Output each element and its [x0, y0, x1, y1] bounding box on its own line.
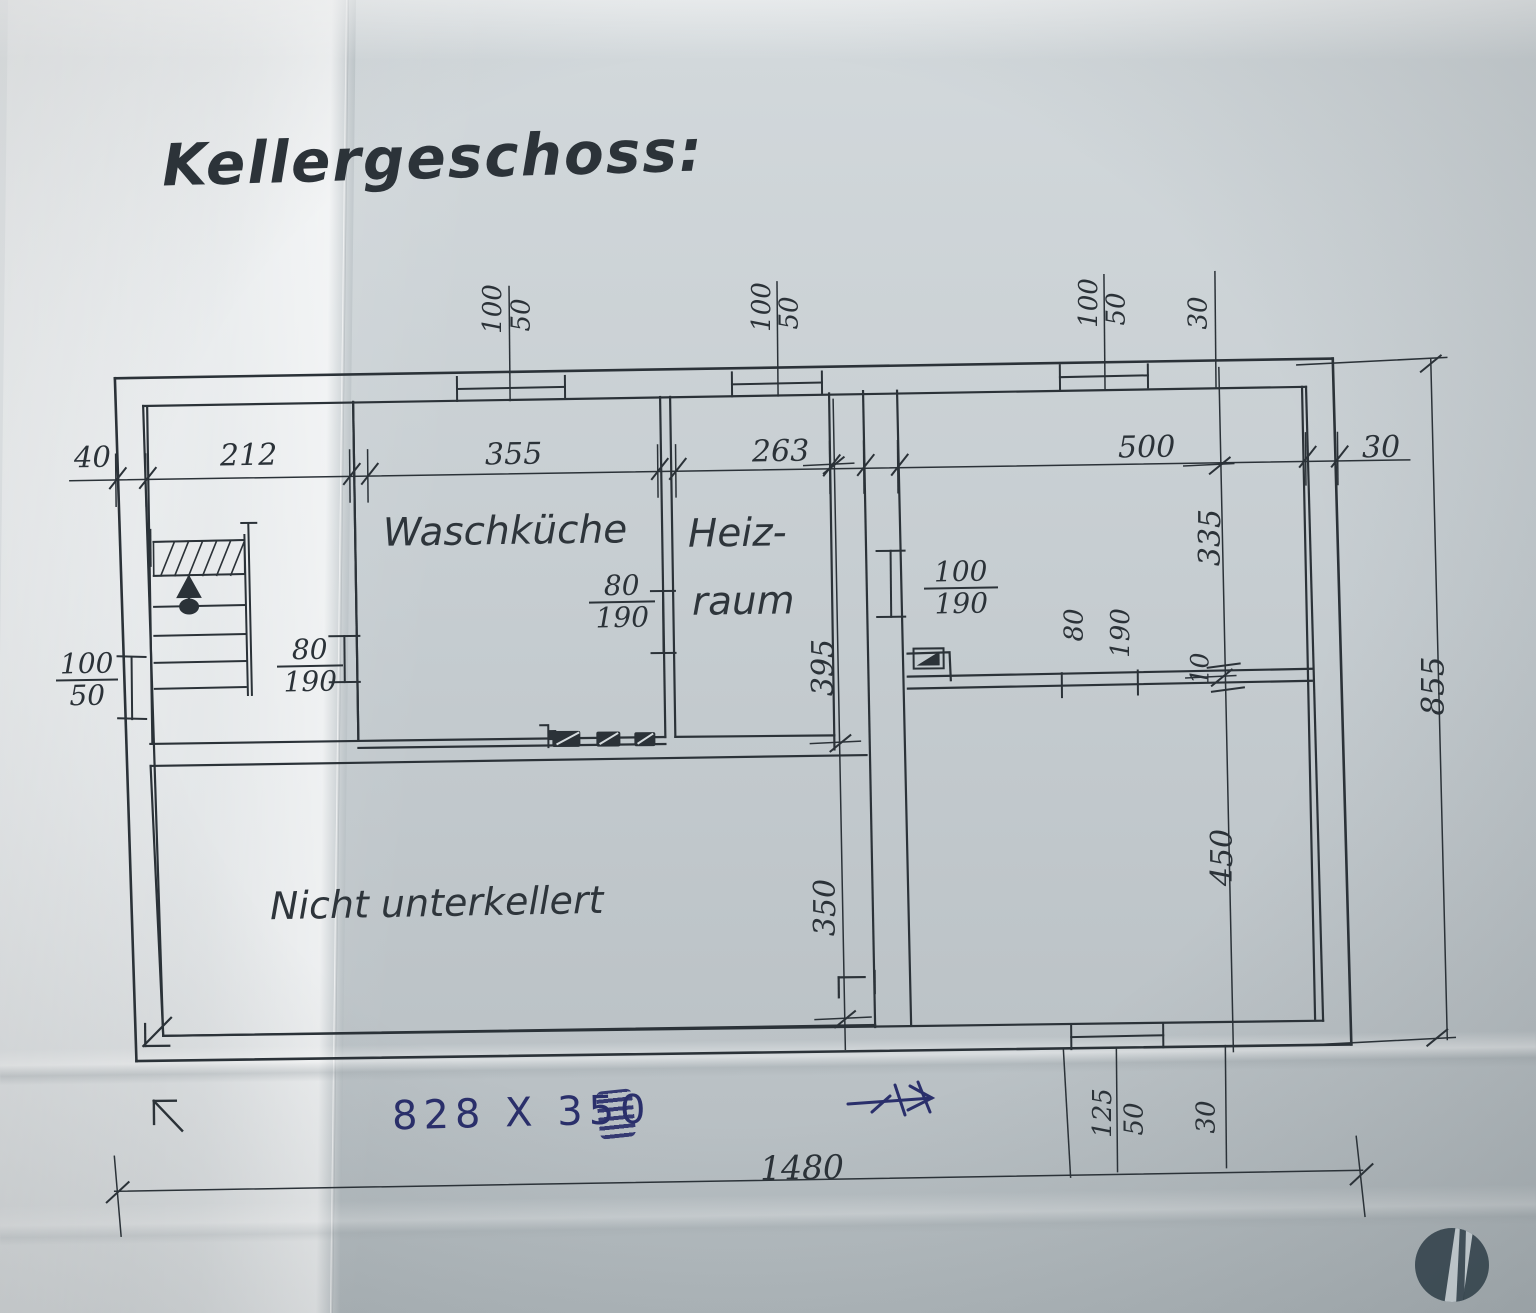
- opening-top-3-sill: 50: [1101, 292, 1132, 326]
- dimension-855: 855: [1415, 656, 1452, 716]
- opening-door-waschkueche-heizraum: 80 190: [588, 568, 656, 635]
- opening-bottom-width-value: 125: [1087, 1088, 1118, 1138]
- opening-door-right-height: 190: [934, 586, 989, 621]
- dimension-30-bottom-value: 30: [1191, 1100, 1222, 1134]
- dimension-500: 500: [1117, 429, 1176, 466]
- opening-inner-right-height: 190: [1105, 608, 1136, 658]
- opening-top-3-width-value: 100: [1073, 278, 1104, 328]
- opening-door-stair: 80 190: [276, 632, 344, 699]
- opening-bottom-sill: 50: [1119, 1102, 1150, 1136]
- dimension-395: 395: [806, 638, 842, 697]
- opening-left-window: 100 50: [55, 646, 119, 713]
- dimension-30-bottom: 30: [1191, 1100, 1222, 1134]
- circle-split-logo: [1415, 1228, 1489, 1302]
- opening-door-stair-width: 80: [291, 632, 328, 667]
- room-label-heizraum-line2: raum: [691, 578, 795, 625]
- dimension-350: 350: [808, 878, 844, 937]
- dimension-30-top-right: 30: [1361, 429, 1401, 466]
- opening-inner-right-height-value: 190: [1105, 608, 1136, 658]
- opening-top-1-sill: 50: [506, 298, 537, 332]
- opening-top-4-width-value: 30: [1183, 296, 1214, 330]
- opening-top-3-sill-value: 50: [1101, 292, 1132, 326]
- opening-top-2-sill: 50: [774, 296, 805, 330]
- room-label-nicht-unterkellert: Nicht unterkellert: [269, 877, 604, 929]
- opening-left-window-sill: 50: [69, 678, 106, 713]
- dimension-212: 212: [219, 437, 278, 474]
- dimension-450: 450: [1205, 828, 1241, 887]
- opening-door-right-room: 100 190: [923, 554, 999, 621]
- opening-top-4-width: 30: [1183, 296, 1214, 330]
- pen-scribble: [595, 1088, 637, 1140]
- dimension-40: 40: [73, 439, 112, 475]
- dimension-1480: 1480: [759, 1147, 845, 1188]
- dimension-355: 355: [484, 436, 543, 473]
- opening-door-stair-height: 190: [283, 664, 338, 699]
- opening-top-1-sill-value: 50: [506, 298, 537, 332]
- opening-door-right-width: 100: [933, 554, 988, 589]
- dimension-335: 335: [1193, 508, 1229, 567]
- room-label-waschkueche: Waschküche: [382, 507, 628, 556]
- opening-top-1-width-value: 100: [477, 284, 508, 334]
- opening-inner-right-width-value: 80: [1059, 608, 1090, 642]
- opening-top-2-sill-value: 50: [774, 296, 805, 330]
- opening-door-wh-width: 80: [603, 568, 640, 603]
- dimension-263: 263: [751, 433, 810, 470]
- opening-top-3-width: 100: [1073, 278, 1104, 328]
- opening-bottom-sill-value: 50: [1119, 1102, 1150, 1136]
- opening-door-wh-height: 190: [595, 600, 650, 635]
- room-label-heizraum-line1: Heiz-: [687, 510, 787, 557]
- paper-top-edge-sheen: [0, 0, 1536, 60]
- opening-left-window-width: 100: [59, 646, 114, 681]
- opening-bottom-width: 125: [1087, 1088, 1118, 1138]
- opening-top-1-width: 100: [477, 284, 508, 334]
- opening-inner-right-width: 80: [1059, 608, 1090, 642]
- opening-top-2-width-value: 100: [746, 282, 777, 332]
- dimension-10: 10: [1185, 652, 1215, 685]
- opening-top-2-width: 100: [746, 282, 777, 332]
